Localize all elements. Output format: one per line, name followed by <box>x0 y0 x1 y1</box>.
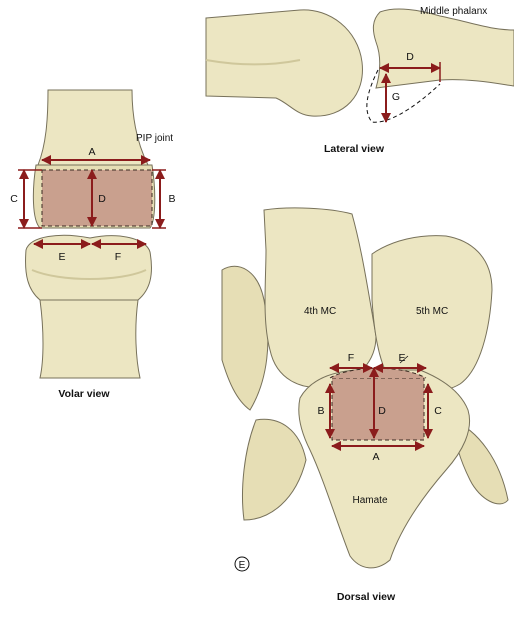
lateral-phalanx-label: Middle phalanx <box>420 6 487 17</box>
panel-badge-letter: E <box>239 560 246 571</box>
dorsal-4th-metacarpal <box>263 207 377 388</box>
lateral-middle-phalanx <box>372 8 514 89</box>
lateral-view-title: Lateral view <box>324 143 385 155</box>
dorsal-background-bone-lower-left <box>242 418 307 521</box>
volar-articular-surface <box>41 169 153 227</box>
volar-view-title: Volar view <box>58 388 110 400</box>
volar-label-a: A <box>88 146 95 158</box>
dorsal-mc5-label: 5th MC <box>416 306 448 317</box>
dorsal-label-b: B <box>317 405 324 417</box>
volar-joint-label: PIP joint <box>136 133 173 144</box>
dorsal-label-a: A <box>372 451 379 463</box>
volar-middle-phalanx-base <box>25 234 152 301</box>
dorsal-background-bone-left <box>221 265 269 411</box>
volar-label-c: C <box>10 193 18 205</box>
lateral-label-g: G <box>392 91 400 103</box>
lateral-label-d: D <box>406 51 414 63</box>
dorsal-label-c: C <box>434 405 442 417</box>
dorsal-label-e: E <box>398 352 405 364</box>
dorsal-e-leader <box>399 355 409 364</box>
dorsal-mc4-label: 4th MC <box>304 306 336 317</box>
dorsal-background-bone-right <box>451 419 509 505</box>
volar-shading-line <box>31 269 147 280</box>
volar-middle-phalanx-shaft <box>39 299 141 379</box>
dorsal-view-panel: F E D B C A 4th MC 5th MC Hamate E Dorsa… <box>221 207 509 603</box>
lateral-view-panel: D G Middle phalanx Lateral view <box>205 6 514 155</box>
panel-badge-circle <box>234 556 250 572</box>
volar-label-e: E <box>58 251 65 263</box>
dorsal-label-d: D <box>378 405 386 417</box>
dorsal-view-title: Dorsal view <box>337 591 396 603</box>
lateral-shading-line <box>205 59 301 66</box>
lateral-fracture-outline <box>366 69 441 123</box>
dorsal-label-f: F <box>348 352 354 364</box>
volar-label-f: F <box>115 251 121 263</box>
volar-view-panel: A C B D E F PIP joint Volar view <box>10 89 176 400</box>
volar-label-b: B <box>168 193 175 205</box>
volar-label-d: D <box>98 193 106 205</box>
dorsal-hamate-label: Hamate <box>352 495 387 506</box>
